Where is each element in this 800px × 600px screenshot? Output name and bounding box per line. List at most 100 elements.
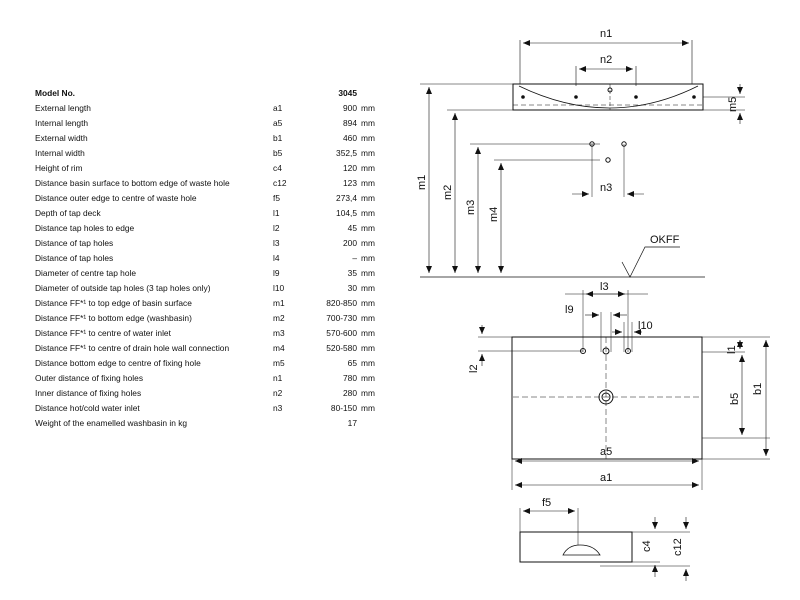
spec-row-label: Distance bottom edge to centre of fixing…: [35, 358, 201, 368]
spec-row-label: Distance FF*¹ to centre of drain hole wa…: [35, 343, 230, 353]
spec-row-code: f5: [273, 193, 280, 203]
label-n3: n3: [600, 182, 612, 194]
spec-row-value: 820-850: [326, 298, 357, 308]
spec-model-number: 3045: [338, 88, 357, 98]
spec-row: External length a1 900 mm: [35, 101, 380, 116]
label-m5: m5: [727, 97, 739, 112]
spec-row-label: Outer distance of fixing holes: [35, 373, 144, 383]
spec-row-code: m1: [273, 298, 285, 308]
spec-row-code: b5: [273, 148, 283, 158]
top-plan-labels: l3 l9 l10 l2 l1 b5 b1 a5 a1: [468, 281, 764, 484]
label-l3: l3: [600, 281, 609, 293]
spec-row-value: 80-150: [330, 403, 357, 413]
spec-row-unit: mm: [361, 298, 375, 308]
spec-row-value: 104,5: [336, 208, 357, 218]
label-l2: l2: [468, 364, 480, 373]
spec-row-value: 120: [343, 163, 357, 173]
label-a5: a5: [600, 446, 612, 458]
label-m2: m2: [442, 185, 454, 200]
spec-row-value: 273,4: [336, 193, 357, 203]
spec-row-unit: mm: [361, 223, 375, 233]
side-elevation-labels: n1 n2 m5 m1 m2 m3 m4 n3 OKFF: [416, 28, 739, 246]
basin-side-profile: [512, 83, 704, 111]
spec-row-label: Internal width: [35, 148, 85, 158]
spec-row-code: c12: [273, 178, 287, 188]
section-view: [519, 508, 690, 581]
spec-row-unit: mm: [361, 148, 375, 158]
spec-row-value: 123: [343, 178, 357, 188]
spec-row-unit: mm: [361, 283, 375, 293]
spec-row-value: 900: [343, 103, 357, 113]
spec-row-value: 520-580: [326, 343, 357, 353]
spec-row-value: 460: [343, 133, 357, 143]
spec-row: Distance FF*¹ to centre of water inlet m3…: [35, 326, 380, 341]
spec-row-value: –: [352, 253, 357, 263]
label-b5: b5: [729, 393, 741, 405]
spec-row-unit: mm: [361, 178, 375, 188]
spec-row-label: Distance tap holes to edge: [35, 223, 135, 233]
spec-row: Distance of tap holes l3 200 mm: [35, 236, 380, 251]
spec-row-code: l4: [273, 253, 280, 263]
label-okff: OKFF: [650, 234, 680, 246]
spec-row: Distance outer edge to centre of waste h…: [35, 191, 380, 206]
section-labels: f5 c4 c12: [542, 497, 684, 556]
label-m4: m4: [488, 207, 500, 222]
spec-row-code: m3: [273, 328, 285, 338]
label-l10: l10: [638, 320, 653, 332]
spec-row-label: Distance FF*¹ to bottom edge (washbasin): [35, 313, 192, 323]
spec-row-unit: mm: [361, 163, 375, 173]
spec-row-value: 200: [343, 238, 357, 248]
spec-row-unit: mm: [361, 238, 375, 248]
spec-row-label: Height of rim: [35, 163, 83, 173]
spec-row-code: m2: [273, 313, 285, 323]
spec-row-value: 35: [347, 268, 357, 278]
basin-plan-outline: [511, 336, 703, 460]
spec-row-unit: mm: [361, 118, 375, 128]
spec-row-label: Diameter of outside tap holes (3 tap hol…: [35, 283, 211, 293]
spec-row-value: 17: [347, 418, 357, 428]
spec-row-label: Diameter of centre tap hole: [35, 268, 137, 278]
spec-row-code: m4: [273, 343, 285, 353]
label-l9: l9: [565, 304, 574, 316]
spec-row: Distance FF*¹ to bottom edge (washbasin)…: [35, 311, 380, 326]
spec-row-unit: mm: [361, 103, 375, 113]
spec-row-label: Distance hot/cold water inlet: [35, 403, 140, 413]
spec-header-label: Model No.: [35, 88, 76, 98]
spec-row-label: External length: [35, 103, 91, 113]
spec-row-code: n3: [273, 403, 283, 413]
spec-row-code: a1: [273, 103, 283, 113]
spec-row-unit: mm: [361, 403, 375, 413]
spec-row-value: 65: [347, 358, 357, 368]
spec-row-unit: mm: [361, 268, 375, 278]
spec-row-unit: mm: [361, 253, 375, 263]
label-m3: m3: [465, 200, 477, 215]
spec-row-unit: mm: [361, 373, 375, 383]
label-a1: a1: [600, 472, 612, 484]
label-f5: f5: [542, 497, 551, 509]
spec-row-code: l10: [273, 283, 285, 293]
spec-row-code: l2: [273, 223, 280, 233]
spec-row-code: l3: [273, 238, 280, 248]
label-c4: c4: [641, 540, 653, 552]
spec-row-value: 780: [343, 373, 357, 383]
spec-row-code: a5: [273, 118, 283, 128]
label-n2: n2: [600, 54, 612, 66]
spec-row: Distance hot/cold water inlet n3 80-150 mm: [35, 401, 380, 416]
spec-row-label: Distance of tap holes: [35, 238, 114, 248]
spec-row-label: Distance FF*¹ to centre of water inlet: [35, 328, 171, 338]
spec-row-value: 30: [347, 283, 357, 293]
spec-row: Diameter of outside tap holes (3 tap hol…: [35, 281, 380, 296]
spec-row-label: Distance outer edge to centre of waste h…: [35, 193, 197, 203]
spec-row-code: n2: [273, 388, 283, 398]
spec-row-label: Depth of tap deck: [35, 208, 101, 218]
spec-row-unit: mm: [361, 328, 375, 338]
